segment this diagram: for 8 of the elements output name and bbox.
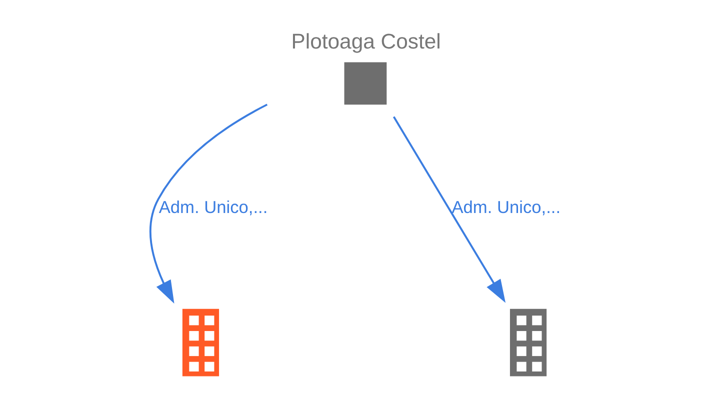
arrow (149, 104, 268, 304)
node-box (344, 62, 386, 105)
node-building (509, 308, 546, 376)
edge-label: Adm. Unico,... (451, 196, 560, 217)
node-building (182, 308, 219, 376)
arrow (392, 116, 506, 303)
edge-label: Adm. Unico,... (158, 196, 268, 217)
node-label: Plotoaga Costel (290, 30, 440, 54)
